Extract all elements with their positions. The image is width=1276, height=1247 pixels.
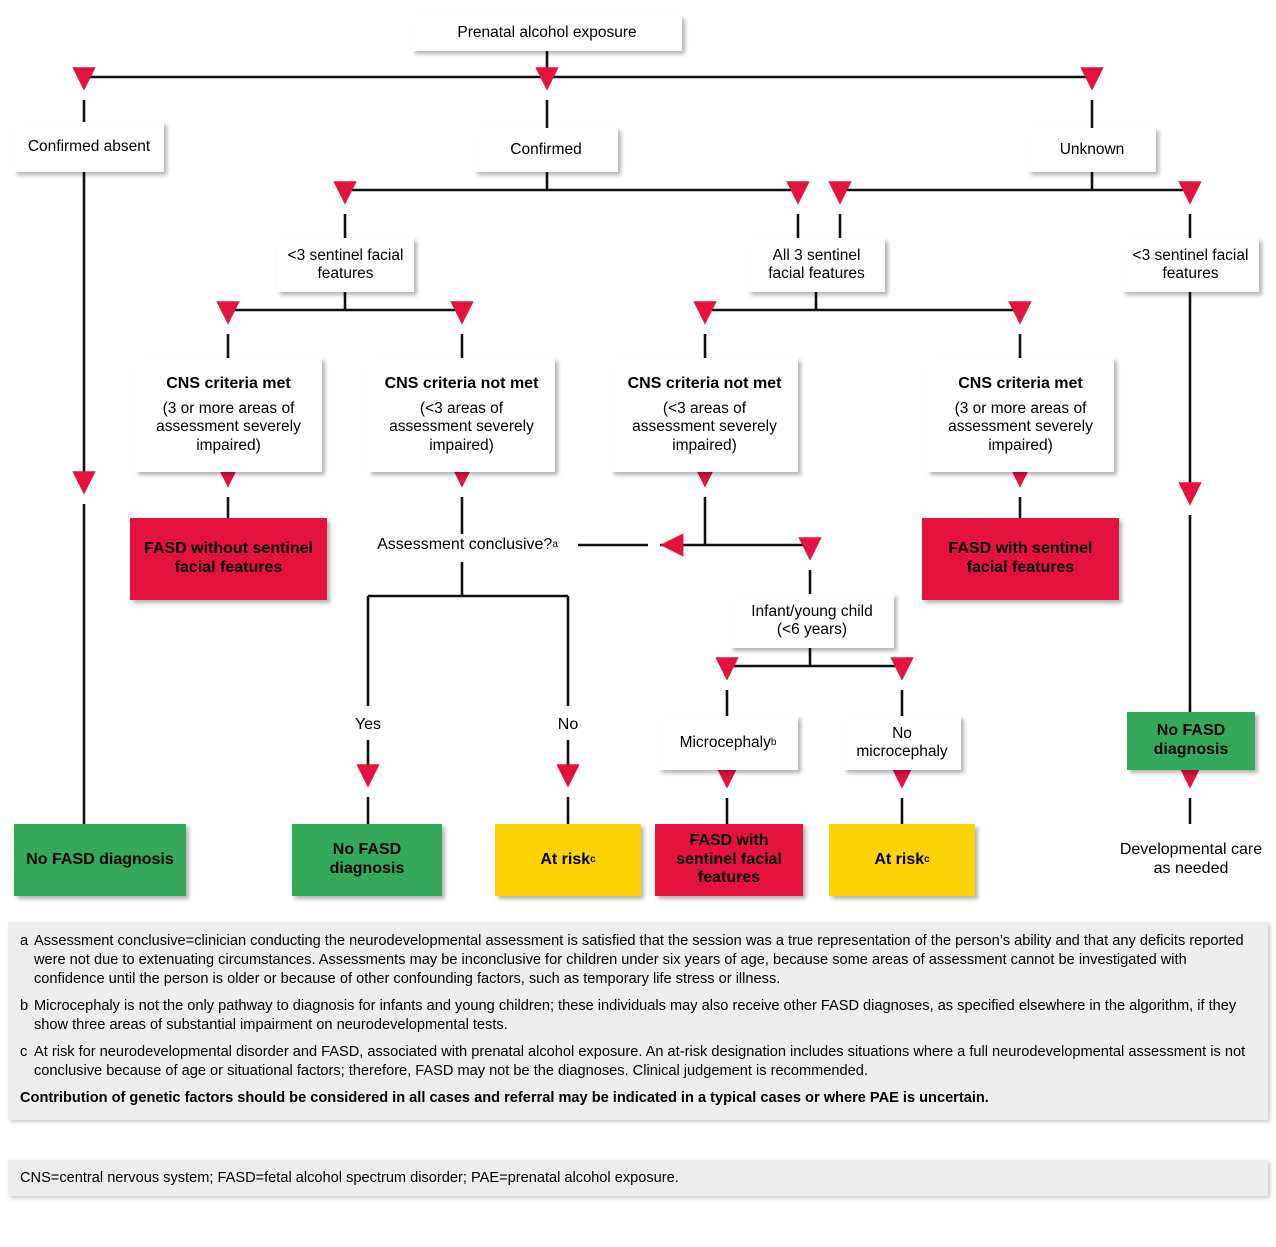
cns-heading: CNS criteria not met xyxy=(384,375,539,393)
footnote-marker: a xyxy=(20,933,29,949)
node-lt3-sentinel-facial-features-left[interactable]: <3 sentinel facial features xyxy=(277,238,414,292)
node-label: <3 sentinel facial features xyxy=(287,246,404,282)
outcome-label: No FASD diagnosis xyxy=(26,850,174,868)
cns-body: (<3 areas of assessment severely impaire… xyxy=(632,400,777,454)
footnote-genetic-factors: Contribution of genetic factors should b… xyxy=(20,1089,989,1106)
footnote-marker: c xyxy=(20,1043,28,1060)
micro-label: No microcephaly xyxy=(856,724,948,760)
footnote-b: b Microcephaly is not the only pathway t… xyxy=(20,997,1256,1035)
node-label: Confirmed absent xyxy=(27,137,151,155)
developmental-care-label: Developmental care as needed xyxy=(1119,841,1263,877)
outcome-fasd-with-sentinel-facial-features-infant[interactable]: FASD with sentinel facial features xyxy=(655,824,803,896)
outcome-label: No FASD diagnosis xyxy=(329,841,405,877)
cns-body: (3 or more areas of assessment severely … xyxy=(156,400,301,454)
footnote-text: At risk for neurodevelopmental disorder … xyxy=(34,1043,1246,1079)
node-cns-criteria-not-met-2[interactable]: CNS criteria not met (<3 areas of assess… xyxy=(611,358,798,472)
cns-body: (3 or more areas of assessment severely … xyxy=(948,400,1093,454)
outcome-label: No FASD diagnosis xyxy=(1153,722,1229,758)
node-prenatal-alcohol-exposure[interactable]: Prenatal alcohol exposure xyxy=(412,16,682,51)
footnote-marker: b xyxy=(20,997,29,1014)
node-cns-criteria-met-2[interactable]: CNS criteria met (3 or more areas of ass… xyxy=(927,358,1114,472)
node-no-microcephaly[interactable]: No microcephaly xyxy=(843,716,961,770)
edge-label-no: No xyxy=(538,714,598,736)
node-label: Prenatal alcohol exposure xyxy=(457,24,637,42)
outcome-fasd-with-sentinel-facial-features-right[interactable]: FASD with sentinel facial features xyxy=(922,518,1119,600)
node-confirmed-absent[interactable]: Confirmed absent xyxy=(14,122,164,172)
node-unknown[interactable]: Unknown xyxy=(1028,128,1156,172)
node-assessment-conclusive[interactable]: Assessment conclusive?a xyxy=(377,535,558,553)
footnote-text: Microcephaly is not the only pathway to … xyxy=(34,997,1237,1033)
outcome-label: FASD with sentinel facial features xyxy=(948,540,1093,576)
micro-label: Microcephaly xyxy=(679,733,771,751)
cns-heading: CNS criteria met xyxy=(958,375,1083,393)
outcome-no-fasd-diagnosis-yes[interactable]: No FASD diagnosis xyxy=(292,824,442,896)
node-cns-criteria-met-1[interactable]: CNS criteria met (3 or more areas of ass… xyxy=(135,358,322,472)
node-lt3-sentinel-facial-features-right[interactable]: <3 sentinel facial features xyxy=(1122,238,1259,292)
abbreviations-panel: CNS=central nervous system; FASD=fetal a… xyxy=(8,1160,1268,1196)
footnote-c: c At risk for neurodevelopmental disorde… xyxy=(20,1043,1256,1081)
decision-label: Assessment conclusive? xyxy=(377,535,553,553)
node-label: Unknown xyxy=(1059,140,1125,158)
cns-heading: CNS criteria met xyxy=(166,375,291,393)
no-text: No xyxy=(557,715,579,733)
node-developmental-care-as-needed: Developmental care as needed xyxy=(1112,832,1270,888)
node-confirmed[interactable]: Confirmed xyxy=(474,128,618,172)
infant-line-2: (<6 years) xyxy=(776,621,848,638)
node-label: Confirmed xyxy=(510,140,582,158)
cns-body: (<3 areas of assessment severely impaire… xyxy=(389,400,534,454)
outcome-no-fasd-diagnosis-left[interactable]: No FASD diagnosis xyxy=(14,824,186,896)
node-label: All 3 sentinel facial features xyxy=(768,246,865,282)
outcome-label: FASD with sentinel facial features xyxy=(676,831,782,887)
flowchart-canvas: Prenatal alcohol exposure Confirmed abse… xyxy=(14,16,1270,896)
yes-text: Yes xyxy=(354,715,382,733)
footnote-a: a Assessment conclusive=clinician conduc… xyxy=(20,932,1256,989)
infant-line-1: Infant/young child xyxy=(751,602,873,620)
edge-label-yes: Yes xyxy=(338,714,398,736)
node-infant-young-child[interactable]: Infant/young child (<6 years) xyxy=(730,594,894,648)
node-label: <3 sentinel facial features xyxy=(1132,246,1249,282)
outcome-label: At risk xyxy=(874,850,925,868)
node-all-3-sentinel-facial-features[interactable]: All 3 sentinel facial features xyxy=(748,238,885,292)
outcome-no-fasd-diagnosis-right[interactable]: No FASD diagnosis xyxy=(1127,712,1255,770)
abbreviations-text: CNS=central nervous system; FASD=fetal a… xyxy=(20,1170,679,1186)
footnote-text: Assessment conclusive=clinician conducti… xyxy=(34,933,1244,987)
outcome-fasd-without-sentinel-facial-features[interactable]: FASD without sentinel facial features xyxy=(130,518,327,600)
cns-heading: CNS criteria not met xyxy=(627,375,782,393)
outcome-label: At risk xyxy=(540,850,591,868)
node-cns-criteria-not-met-1[interactable]: CNS criteria not met (<3 areas of assess… xyxy=(368,358,555,472)
outcome-label: FASD without sentinel facial features xyxy=(144,540,313,576)
footnotes-panel: a Assessment conclusive=clinician conduc… xyxy=(8,922,1268,1120)
